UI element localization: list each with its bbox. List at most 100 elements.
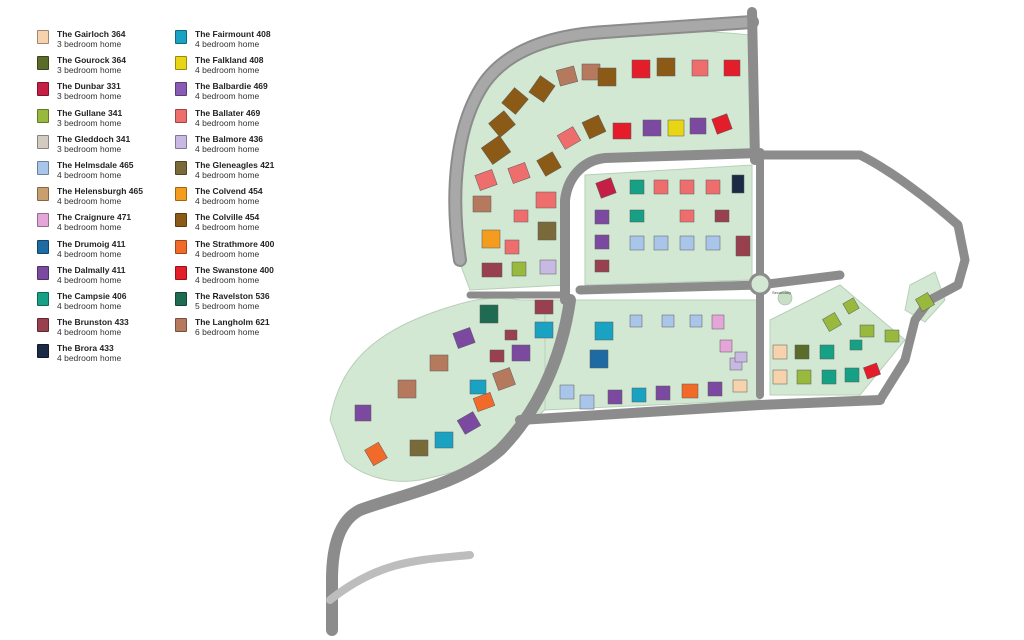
house-plot[interactable] [536,151,562,177]
house-plot[interactable] [732,379,748,393]
house-plot[interactable] [559,384,575,400]
house-plot[interactable] [513,209,529,223]
house-plot[interactable] [915,292,935,312]
house-plot[interactable] [607,389,623,405]
house-plot[interactable] [819,344,835,360]
house-plot[interactable] [488,110,516,138]
house-plot[interactable] [821,369,837,385]
house-plot[interactable] [842,297,860,315]
house-plot[interactable] [595,177,617,199]
house-plot[interactable] [691,59,709,77]
house-plot[interactable] [735,235,751,257]
house-plot[interactable] [734,351,748,363]
house-plot[interactable] [469,379,487,395]
house-plot[interactable] [479,304,499,324]
house-plot[interactable] [434,431,454,449]
house-plot[interactable] [581,114,607,140]
house-plot[interactable] [711,113,733,135]
house-plot[interactable] [507,162,531,184]
house-plot[interactable] [681,383,699,399]
house-plot[interactable] [629,235,645,251]
house-plot[interactable] [714,209,730,223]
house-plot[interactable] [534,321,554,339]
house-plot[interactable] [731,174,745,194]
house-plot[interactable] [534,299,554,315]
house-plot[interactable] [849,339,863,351]
house-plot[interactable] [489,349,505,363]
house-plot[interactable] [528,75,556,103]
house-plot[interactable] [772,369,788,385]
house-plot[interactable] [581,63,601,81]
house-plot[interactable] [594,321,614,341]
house-plot[interactable] [556,126,582,150]
house-plot[interactable] [579,394,595,410]
house-plot[interactable] [539,259,557,275]
house-plot[interactable] [796,369,812,385]
house-plot[interactable] [679,235,695,251]
house-plot[interactable] [504,239,520,255]
house-plot[interactable] [822,312,842,332]
house-plot[interactable] [474,169,498,191]
house-plot[interactable] [594,259,610,273]
house-plot[interactable] [511,261,527,277]
house-plot[interactable] [364,441,388,467]
house-plot[interactable] [679,179,695,195]
house-plot[interactable] [452,327,476,349]
house-plot[interactable] [653,235,669,251]
house-plot[interactable] [653,179,669,195]
house-plot[interactable] [794,344,810,360]
house-plot[interactable] [705,179,721,195]
house-plot[interactable] [629,209,645,223]
house-plot[interactable] [511,344,531,362]
house-plot[interactable] [481,229,501,249]
house-plot[interactable] [772,344,788,360]
house-plot[interactable] [456,411,482,435]
house-plot[interactable] [472,195,492,213]
house-plot[interactable] [354,404,372,422]
house-plot[interactable] [631,387,647,403]
house-plot[interactable] [719,339,733,353]
house-plot[interactable] [631,59,651,79]
house-plot[interactable] [594,234,610,250]
house-plot[interactable] [679,209,695,223]
house-plot[interactable] [655,385,671,401]
house-plot[interactable] [859,324,875,338]
house-plot[interactable] [481,262,503,278]
house-plot[interactable] [472,392,496,412]
house-plot[interactable] [612,122,632,140]
house-plot[interactable] [884,329,900,343]
house-plot[interactable] [629,179,645,195]
house-plot[interactable] [844,367,860,383]
house-plot[interactable] [480,135,512,165]
house-plot[interactable] [642,119,662,137]
house-plot[interactable] [689,117,707,135]
house-plot[interactable] [661,314,675,328]
house-plot[interactable] [535,191,557,209]
house-plot[interactable] [501,87,529,115]
house-plot[interactable] [537,221,557,241]
house-plot[interactable] [555,65,579,87]
house-plot[interactable] [409,439,429,457]
house-plot[interactable] [594,209,610,225]
house-plot[interactable] [397,379,417,399]
